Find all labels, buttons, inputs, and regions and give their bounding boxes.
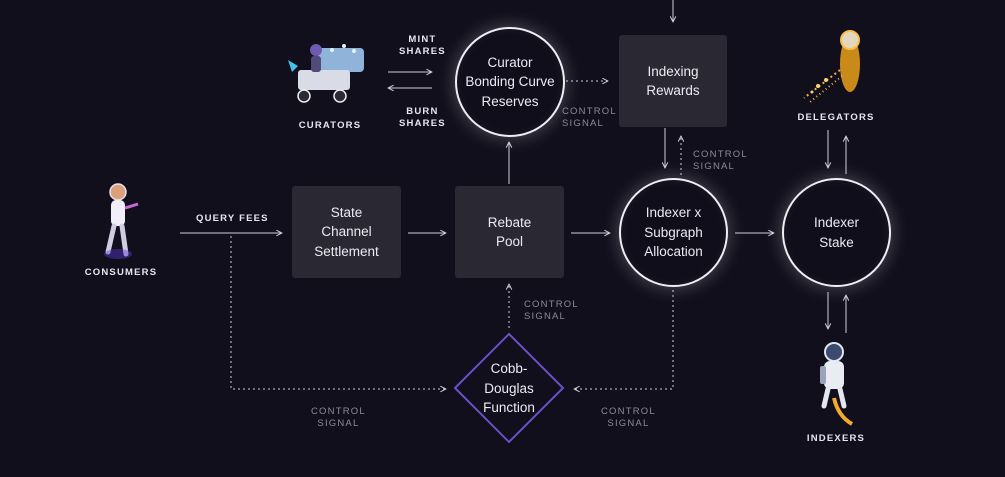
curator-bonding-curve-text: Curator Bonding Curve Reserves	[465, 54, 555, 109]
control-signal-rebate-label: CONTROL SIGNAL	[524, 299, 579, 322]
indexer-subgraph-allocation-node: Indexer x Subgraph Allocation	[619, 178, 728, 287]
control-signal-right-bottom-label: CONTROL SIGNAL	[601, 406, 656, 429]
indexer-stake-text: Indexer Stake	[813, 215, 860, 250]
curator-machine-icon	[282, 36, 372, 106]
indexer-subgraph-allocation-text: Indexer x Subgraph Allocation	[644, 205, 703, 260]
edge-consumers-control-signal	[230, 236, 446, 389]
indexing-rewards-node: Indexing Rewards	[619, 35, 727, 127]
consumers-label: CONSUMERS	[84, 267, 158, 278]
state-channel-settlement-node: State Channel Settlement	[292, 186, 401, 278]
indexing-rewards-text: Indexing Rewards	[646, 63, 700, 99]
cobb-douglas-diamond	[453, 332, 565, 444]
indexer-stake-node: Indexer Stake	[782, 178, 891, 287]
jetpack-indexer-icon	[808, 340, 862, 426]
astronaut-consumer-icon	[96, 182, 146, 262]
rocket-delegator-icon	[796, 24, 876, 104]
state-channel-settlement-text: State Channel Settlement	[314, 204, 379, 259]
control-signal-curator-label: CONTROL SIGNAL	[562, 106, 617, 129]
control-signal-left-bottom-label: CONTROL SIGNAL	[311, 406, 366, 429]
mint-shares-label: MINT SHARES	[399, 34, 446, 57]
rebate-pool-node: Rebate Pool	[455, 186, 564, 278]
burn-shares-label: BURN SHARES	[399, 106, 446, 129]
edge-allocation-control-signal	[574, 290, 674, 389]
query-fees-label: QUERY FEES	[196, 213, 269, 224]
control-signal-rewards-label: CONTROL SIGNAL	[693, 149, 748, 172]
indexers-label: INDEXERS	[806, 433, 866, 444]
delegators-label: DELEGATORS	[797, 112, 875, 123]
curator-bonding-curve-node: Curator Bonding Curve Reserves	[455, 27, 565, 137]
rebate-pool-text: Rebate Pool	[487, 214, 532, 250]
curators-label: CURATORS	[298, 120, 362, 131]
cobb-douglas-text: Cobb- Douglas Function	[483, 361, 535, 415]
